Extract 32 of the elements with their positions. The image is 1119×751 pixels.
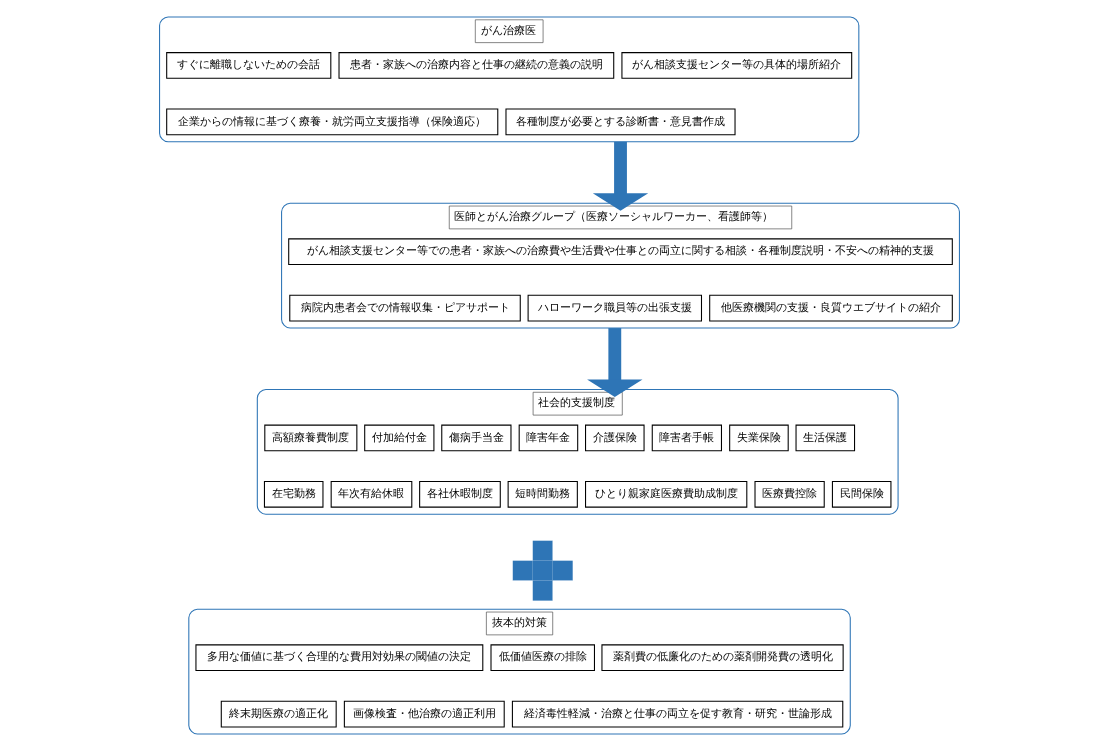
- node-box: 医療費控除: [754, 480, 825, 508]
- node-box: 障害年金: [518, 424, 579, 452]
- node-box: 民間保険: [831, 480, 892, 508]
- node-box: 失業保険: [729, 424, 789, 452]
- node-box: 年次有給休暇: [330, 480, 413, 508]
- node-box: 傷病手当金: [441, 424, 512, 452]
- node-box: すぐに離職しないための会話: [166, 52, 332, 79]
- node-box: 画像検査・他治療の適正利用: [343, 700, 505, 728]
- node-box: 各種制度が必要とする診断書・意見書作成: [505, 108, 736, 136]
- node-box: 高額療養費制度: [264, 424, 358, 452]
- node-box: 各社休暇制度: [419, 480, 501, 508]
- node-box: 患者・家族への治療内容と仕事の継続の意義の説明: [338, 52, 615, 79]
- arrow: [592, 141, 649, 211]
- node-box: 企業からの情報に基づく療養・就労両立支援指導（保険適応）: [166, 108, 499, 136]
- node-box: 経済毒性軽減・治療と仕事の両立を促す教育・研究・世論形成: [511, 700, 844, 728]
- node-box: 付加給付金: [364, 424, 435, 452]
- node-box: 短時間勤務: [507, 480, 578, 508]
- node-box: 他医療機関の支援・良質ウエブサイトの紹介: [709, 294, 953, 322]
- node-box: 障害者手帳: [651, 424, 722, 452]
- node-box: 多用な価値に基づく合理的な費用対効果の閾値の決定: [195, 644, 484, 672]
- node-box: がん相談支援センター等の具体的場所紹介: [621, 52, 853, 79]
- node-box: がん相談支援センター等での患者・家族への治療費や生活費や仕事との両立に関する相談・各種制度説明・不安への精神的支援: [288, 238, 953, 266]
- node-box: ひとり親家庭医療費助成制度: [585, 480, 748, 508]
- node-box: 在宅勤務: [263, 480, 324, 508]
- node-box: 薬剤費の低廉化のための薬剤開発費の透明化: [601, 644, 844, 672]
- node-box: ハローワーク職員等の出張支援: [527, 294, 703, 322]
- node-box: 終末期医療の適正化: [220, 700, 337, 728]
- node-box: 介護保険: [585, 424, 645, 452]
- node-box: 低価値医療の排除: [490, 644, 595, 672]
- node-box: 病院内患者会での情報収集・ピアサポート: [289, 294, 521, 322]
- arrow: [587, 328, 643, 397]
- node-box: 生活保護: [795, 424, 856, 452]
